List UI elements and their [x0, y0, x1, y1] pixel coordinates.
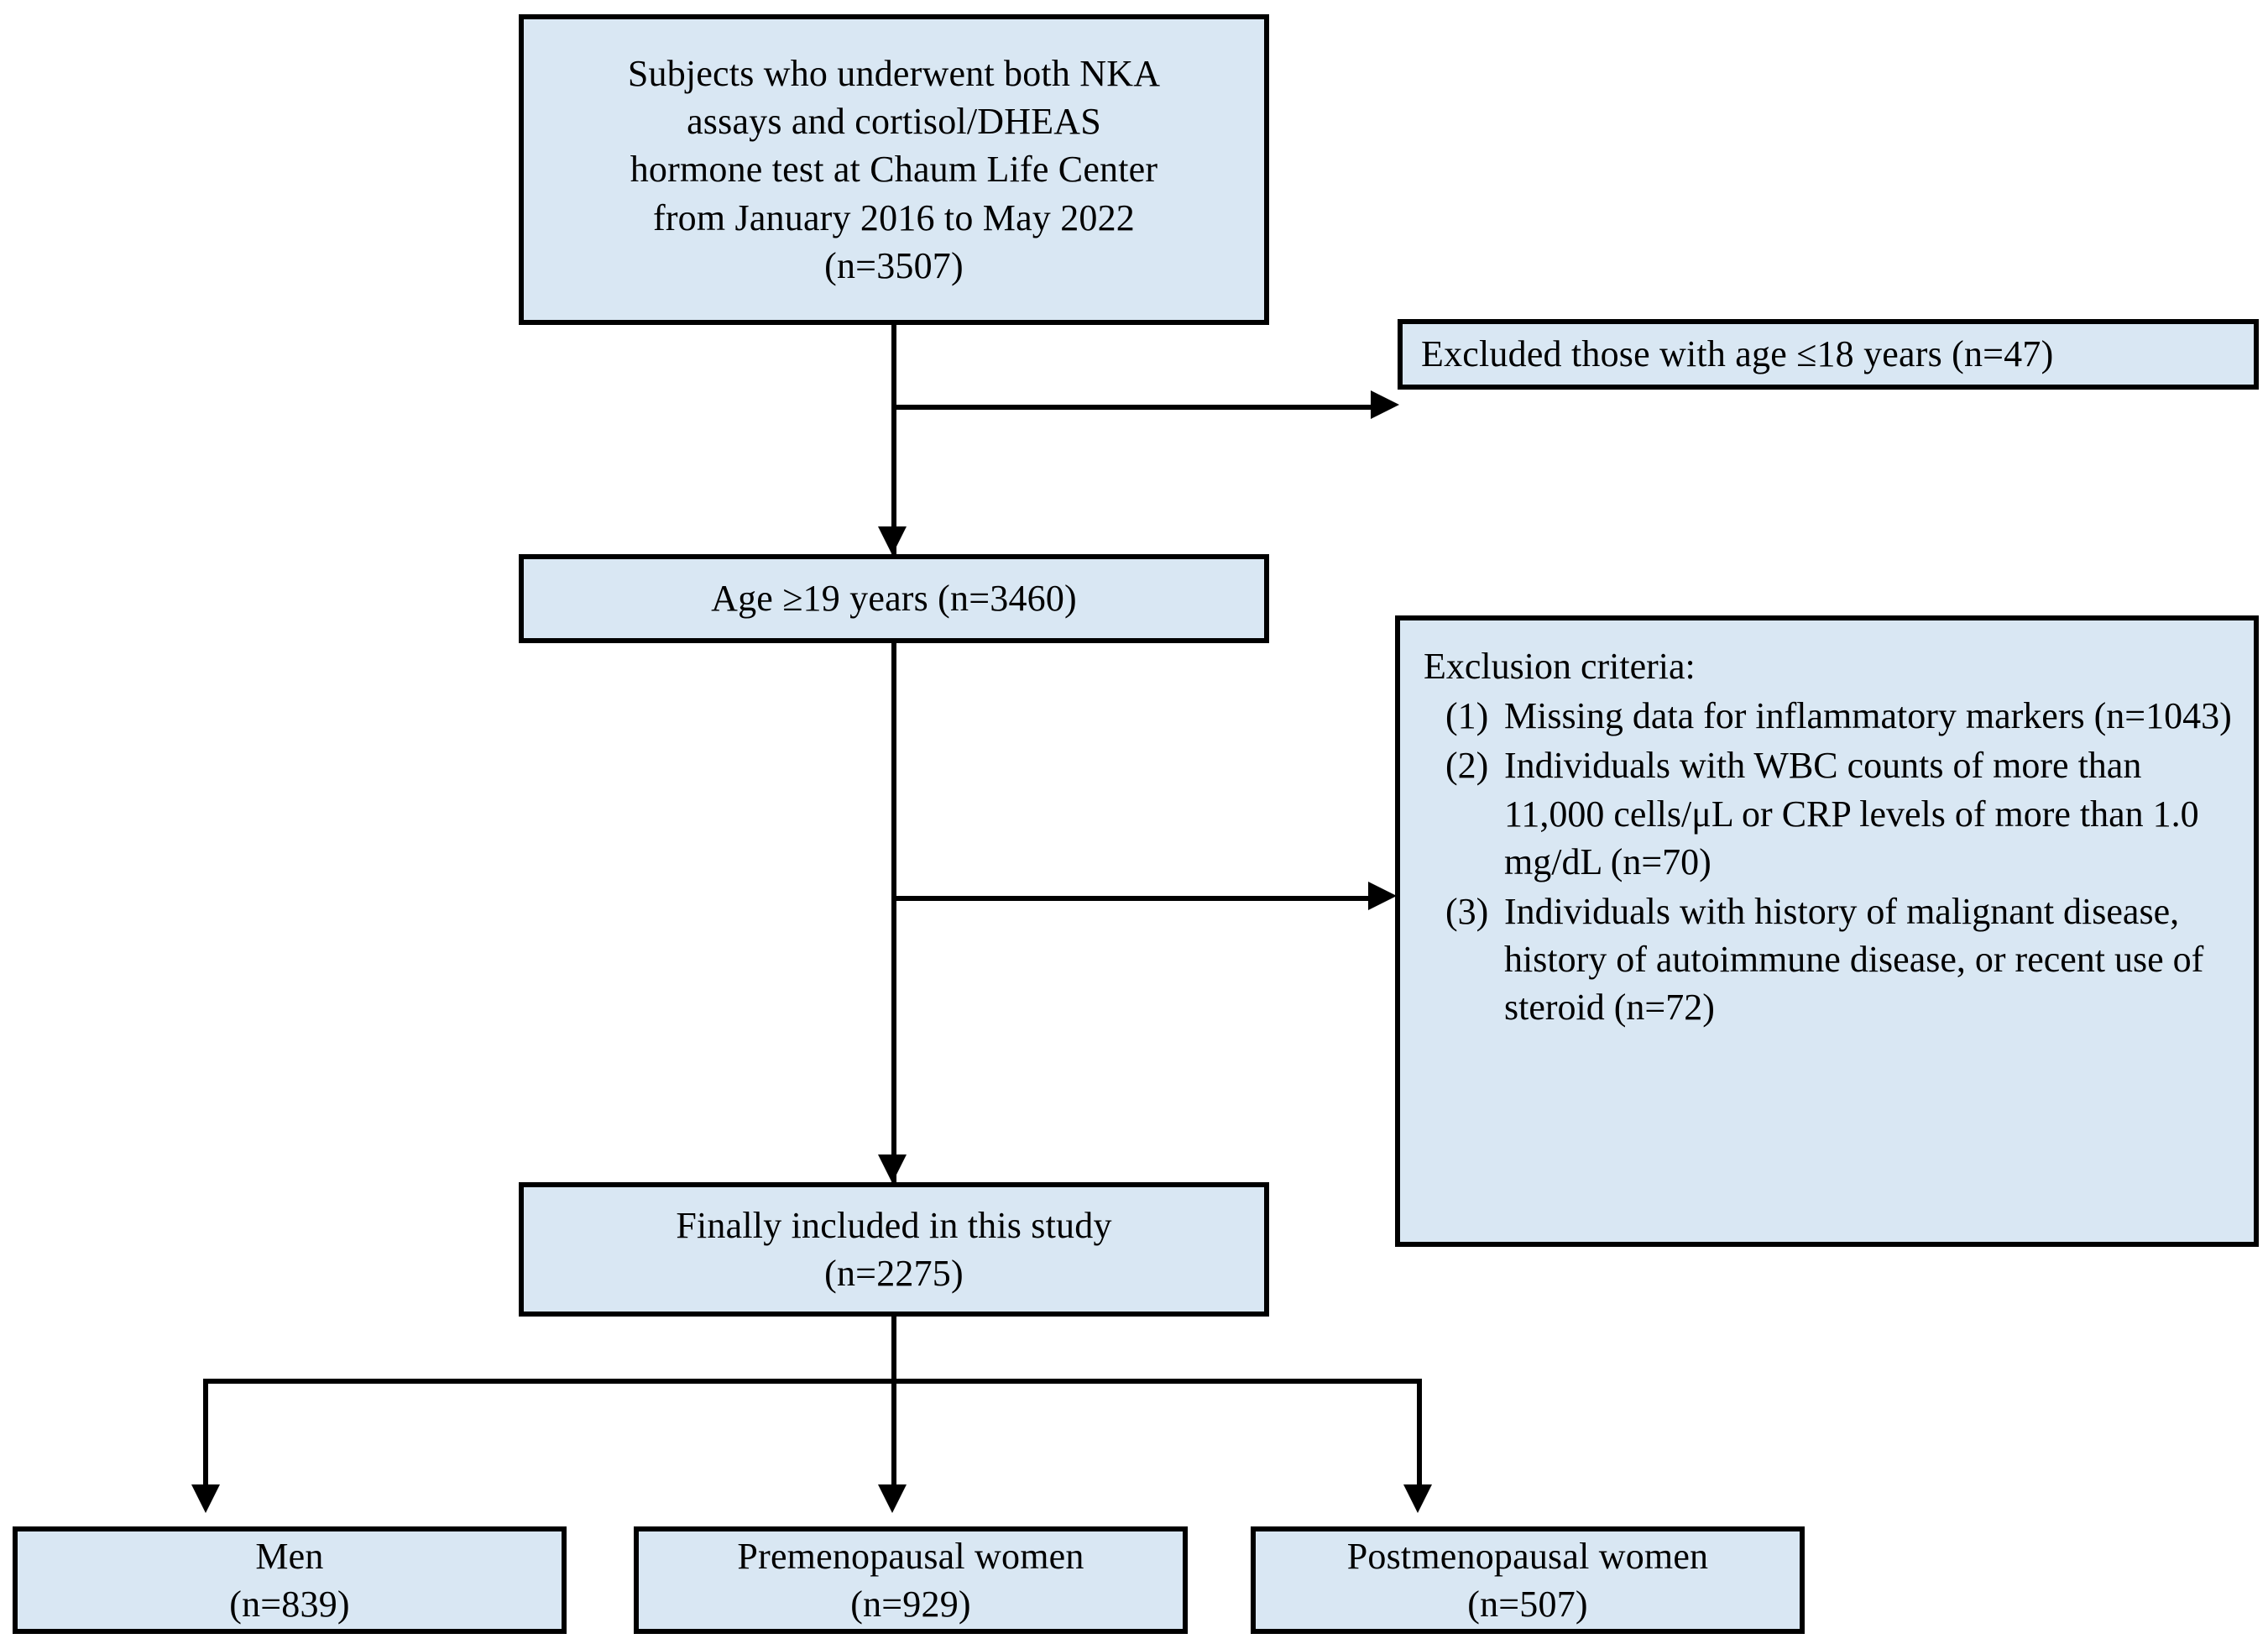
connector-split-to-postmenopausal-vertical [1417, 1379, 1422, 1496]
node-group-premenopausal: Premenopausal women (n=929) [634, 1526, 1188, 1634]
exclusion-criteria-item: (2) Individuals with WBC counts of more … [1424, 741, 2239, 886]
connector-group-split-horizontal [203, 1379, 1422, 1384]
node-excluded-age-label: Excluded those with age ≤18 years (n=47) [1421, 333, 2054, 375]
exclusion-criteria-item: (3) Individuals with history of malignan… [1424, 887, 2239, 1032]
node-final-included-label: Finally included in this study (n=2275) [676, 1204, 1112, 1294]
connector-split-to-men-vertical [203, 1379, 208, 1496]
node-age-eligible: Age ≥19 years (n=3460) [519, 554, 1269, 643]
arrow-right-icon-to-exclusion-criteria [1368, 882, 1397, 910]
node-group-postmenopausal: Postmenopausal women (n=507) [1251, 1526, 1805, 1634]
exclusion-criteria-item: (1) Missing data for inflammatory marker… [1424, 692, 2239, 740]
exclusion-criteria-item-marker: (1) [1445, 695, 1489, 737]
node-group-men-label: Men (n=839) [229, 1535, 350, 1625]
arrow-down-icon-to-postmenopausal [1403, 1484, 1432, 1513]
connector-age-to-final-vertical [891, 643, 896, 1182]
connector-age-to-criteria-horizontal [891, 896, 1383, 901]
connector-split-to-premenopausal-vertical [891, 1379, 896, 1496]
exclusion-criteria-item-text: Missing data for inflammatory markers (n… [1504, 695, 2232, 737]
arrow-down-icon-to-age-eligible [878, 526, 907, 555]
node-group-postmenopausal-label: Postmenopausal women (n=507) [1346, 1535, 1709, 1625]
node-final-included: Finally included in this study (n=2275) [519, 1182, 1269, 1317]
connector-source-to-excluded-horizontal [891, 405, 1383, 410]
node-group-men: Men (n=839) [13, 1526, 567, 1634]
node-source-cohort: Subjects who underwent both NKA assays a… [519, 14, 1269, 325]
node-exclusion-criteria: Exclusion criteria: (1) Missing data for… [1395, 615, 2259, 1247]
exclusion-criteria-item-marker: (2) [1445, 745, 1489, 787]
arrow-down-icon-to-premenopausal [878, 1484, 907, 1513]
exclusion-criteria-item-text: Individuals with WBC counts of more than… [1504, 745, 2199, 882]
connector-source-to-age-vertical [891, 325, 896, 554]
arrow-right-icon-to-excluded-age [1371, 390, 1399, 419]
exclusion-criteria-heading: Exclusion criteria: [1424, 646, 1696, 687]
arrow-down-icon-to-men [191, 1484, 220, 1513]
exclusion-criteria-item-marker: (3) [1445, 890, 1489, 932]
arrow-down-icon-to-final [878, 1154, 907, 1183]
node-excluded-age: Excluded those with age ≤18 years (n=47) [1398, 319, 2259, 390]
node-source-cohort-label: Subjects who underwent both NKA assays a… [627, 53, 1161, 286]
exclusion-criteria-list: (1) Missing data for inflammatory marker… [1424, 692, 2239, 1031]
connector-final-to-split-vertical [891, 1317, 896, 1384]
exclusion-criteria-item-text: Individuals with history of malignant di… [1504, 890, 2204, 1029]
node-group-premenopausal-label: Premenopausal women (n=929) [737, 1535, 1084, 1625]
node-age-eligible-label: Age ≥19 years (n=3460) [711, 578, 1077, 620]
